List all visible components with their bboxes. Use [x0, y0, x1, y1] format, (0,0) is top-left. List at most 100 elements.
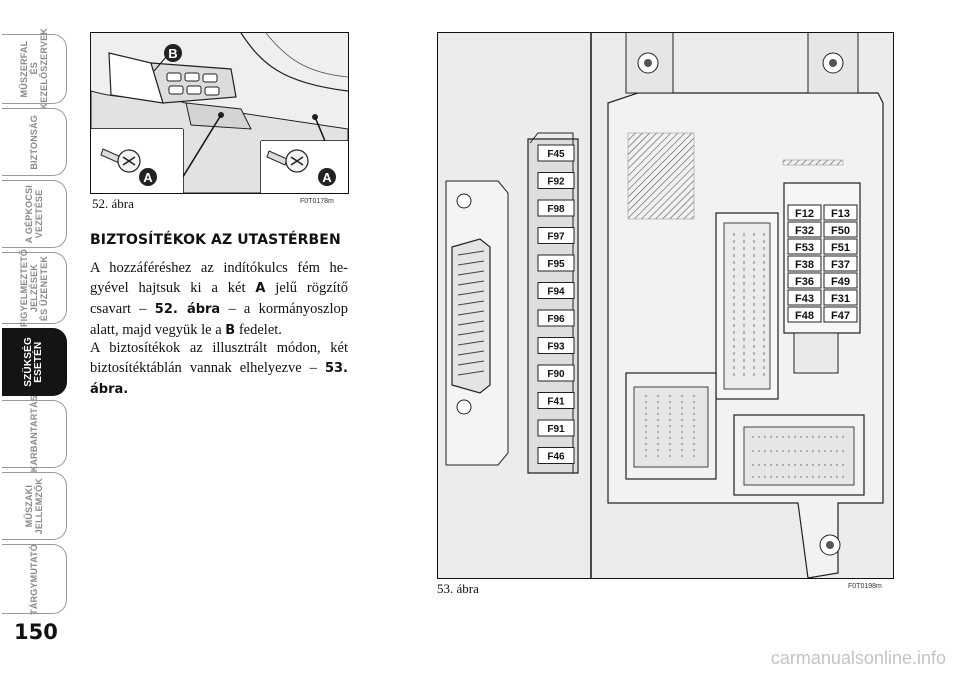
screw-icon: [100, 148, 141, 173]
tab-label: TÁRGYMUTATÓ: [29, 543, 39, 615]
fuse-box: [787, 221, 822, 238]
fuse-label: F53: [795, 242, 814, 254]
fuse-f48: F48: [787, 306, 822, 323]
tab-label: MŰSZAKI JELLEMZŐK: [24, 477, 44, 535]
para-text: jelű rögzítő csavart –: [90, 280, 348, 317]
fuse-f91: F91: [537, 419, 575, 437]
fuse-label: F94: [547, 287, 565, 298]
fuse-box: [787, 204, 822, 221]
fuse-f46: F46: [537, 447, 575, 464]
figure-52-caption: 52. ábra: [92, 196, 134, 211]
fuse-f90: F90: [537, 364, 575, 382]
fuse-box: [537, 254, 575, 272]
tab-emergency[interactable]: SZÜKSÉG ESETÉN: [2, 328, 67, 396]
para-bold: A: [255, 281, 266, 296]
fuse-box: [537, 199, 575, 217]
paragraph-location: A biztosítékok az illusztrált módon, két…: [90, 338, 348, 400]
fuse-label: F47: [831, 310, 850, 322]
fuse-label: F91: [547, 424, 565, 435]
fuse-f13: F13: [823, 204, 858, 221]
fuse-box: [787, 238, 822, 255]
fuse-f95: F95: [537, 254, 575, 272]
fuse-label: F48: [795, 310, 814, 322]
fuse-f53: F53: [787, 238, 822, 255]
paragraph-access: A hozzáféréshez az indítókulcs fém he-gy…: [90, 258, 348, 341]
section-heading: BIZTOSÍTÉKOK AZ UTASTÉRBEN: [90, 232, 341, 248]
tab-label: KARBANTARTÁS: [29, 395, 39, 473]
fuse-f98: F98: [537, 199, 575, 217]
fuse-f12: F12: [787, 204, 822, 221]
relay-block: [715, 212, 779, 400]
tab-maintenance[interactable]: KARBANTARTÁS: [2, 395, 67, 473]
fuse-label: F46: [547, 452, 565, 463]
fuse-box: [537, 227, 575, 244]
fuse-label: F45: [547, 149, 565, 160]
fuse-label: F98: [547, 204, 565, 215]
tab-instruments[interactable]: MŰSZERFAL ÉS KEZELŐSZERVEK: [2, 28, 67, 110]
fuse-box: [537, 364, 575, 382]
fuse-f49: F49: [823, 272, 858, 289]
fuse-f93: F93: [537, 337, 575, 354]
fuse-label: F13: [831, 208, 850, 220]
left-fuse-strip: [527, 132, 579, 474]
callout-a-marker: [139, 168, 157, 186]
fuse-f97: F97: [537, 227, 575, 244]
fuse-f43: F43: [787, 289, 822, 306]
fuse-box: [787, 289, 822, 306]
tab-warnings[interactable]: FIGYELMEZTETŐ JELZÉSEK ÉS ÜZENETEK: [2, 249, 67, 327]
figure-52-image: B A A: [90, 32, 349, 194]
tab-label: MŰSZERFAL ÉS KEZELŐSZERVEK: [19, 28, 49, 110]
fuse-f92: F92: [537, 172, 575, 189]
fuse-label: F41: [547, 397, 565, 408]
para-bold: B: [225, 323, 236, 338]
callout-b-marker: [164, 44, 182, 62]
screw-icon: [266, 149, 309, 173]
fuse-box: [537, 337, 575, 354]
fuse-f37: F37: [823, 255, 858, 272]
fuse-label: F37: [831, 259, 850, 271]
tab-label: A GÉPKOCSI VEZETÉSE: [24, 184, 44, 244]
fuse-box: [537, 419, 575, 437]
fuse-f51: F51: [823, 238, 858, 255]
fuse-f45: F45: [537, 144, 575, 162]
fuse-box: [787, 306, 822, 323]
fuse-f36: F36: [787, 272, 822, 289]
figure-53-caption: 53. ábra: [437, 581, 479, 596]
para-text: A hozzáféréshez az indítókulcs fém he-gy…: [90, 260, 348, 296]
para-text: fedelet.: [235, 322, 282, 338]
fuse-box: [537, 309, 575, 327]
fuse-label: F31: [831, 293, 850, 305]
fuse-box: [823, 272, 858, 289]
tab-safety[interactable]: BIZTONSÁG: [2, 108, 67, 176]
fuse-label: F50: [831, 225, 850, 237]
callout-a-label: A: [143, 170, 153, 185]
fuse-label: F92: [547, 177, 565, 188]
fuse-label: F96: [547, 314, 565, 325]
fuse-box: [787, 272, 822, 289]
fuse-box: [787, 255, 822, 272]
tab-driving[interactable]: A GÉPKOCSI VEZETÉSE: [2, 180, 67, 248]
tab-technical-data[interactable]: MŰSZAKI JELLEMZŐK: [2, 472, 67, 540]
fuse-label: F97: [547, 232, 565, 243]
fuse-box: [823, 204, 858, 221]
fuse-box: [537, 392, 575, 409]
hatched-area: [627, 132, 695, 220]
fuse-box: [823, 255, 858, 272]
fuse-label: F43: [795, 293, 814, 305]
fuse-f32: F32: [787, 221, 822, 238]
callout-a-marker: [318, 168, 336, 186]
watermark: carmanualsonline.info: [770, 648, 946, 668]
tab-index[interactable]: TÁRGYMUTATÓ: [2, 544, 67, 614]
fuse-box: [537, 172, 575, 189]
fuse-box: [537, 447, 575, 464]
fuse-label: F36: [795, 276, 814, 288]
callout-b-label: B: [168, 46, 177, 61]
figure-53-code: F0T0198m: [848, 583, 882, 590]
fuse-label: F51: [831, 242, 850, 254]
switch-panel: [166, 72, 220, 96]
callout-a-label: A: [322, 170, 332, 185]
para-text: A biztosítékok az illusztrált módon, két…: [90, 340, 348, 376]
fuse-f94: F94: [537, 282, 575, 299]
fuse-f31: F31: [823, 289, 858, 306]
fuse-box: [823, 238, 858, 255]
